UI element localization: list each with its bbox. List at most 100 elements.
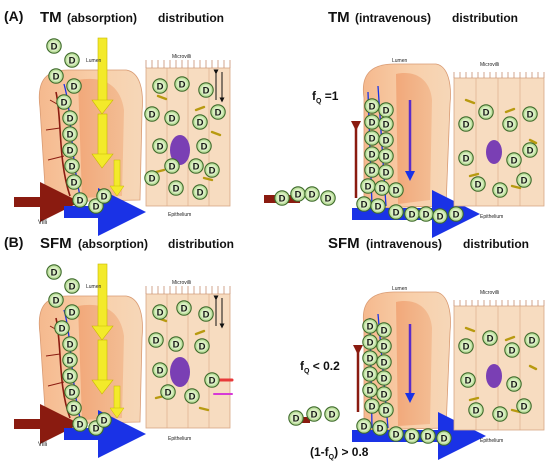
drug-label: D <box>473 406 480 417</box>
drug-molecule-icon: D <box>304 186 320 202</box>
drug-label: D <box>67 130 74 141</box>
lumen-label: Lumen <box>86 58 102 64</box>
drug-molecule-icon: D <box>64 384 80 400</box>
drug-molecule-icon: D <box>376 338 392 354</box>
drug-label: D <box>101 416 108 427</box>
nucleus-icon <box>170 357 190 387</box>
drug-label: D <box>383 106 390 117</box>
drug-label: D <box>369 102 376 113</box>
drug-molecule-icon: D <box>64 52 80 68</box>
drug-molecule-icon: D <box>492 182 508 198</box>
drug-label: D <box>475 180 482 191</box>
drug-label: D <box>169 162 176 173</box>
drug-molecule-icon: D <box>66 78 82 94</box>
villi-label-b: Villi <box>38 442 47 448</box>
drug-molecule-icon: D <box>290 186 306 202</box>
drug-molecule-icon: D <box>96 188 112 204</box>
fq-label-a: fQ =1 <box>312 89 339 105</box>
drug-molecule-icon: D <box>194 338 210 354</box>
drug-molecule-icon: D <box>388 204 404 220</box>
drug-molecule-icon: D <box>378 164 394 180</box>
panel-b-right-title-route: (intravenous) <box>366 237 442 251</box>
drug-label: D <box>379 184 386 195</box>
drug-label: D <box>149 110 156 121</box>
drug-molecule-icon: D <box>388 426 404 442</box>
drug-molecule-icon: D <box>372 420 388 436</box>
drug-label: D <box>71 404 78 415</box>
drug-label: D <box>153 336 160 347</box>
drug-label: D <box>367 370 374 381</box>
drug-molecule-icon: D <box>168 336 184 352</box>
drug-molecule-icon: D <box>516 398 532 414</box>
drug-molecule-icon: D <box>62 126 78 142</box>
drug-molecule-icon: D <box>360 178 376 194</box>
drug-molecule-icon: D <box>62 142 78 158</box>
drug-label: D <box>293 414 300 425</box>
drug-molecule-icon: D <box>204 372 220 388</box>
drug-molecule-icon: D <box>356 196 372 212</box>
drug-label: D <box>77 196 84 207</box>
drug-molecule-icon: D <box>362 318 378 334</box>
panel-a-left-title-model: TM <box>40 9 62 26</box>
drug-label: D <box>381 358 388 369</box>
drug-molecule-icon: D <box>458 150 474 166</box>
drug-molecule-icon: D <box>436 430 452 446</box>
drug-molecule-icon: D <box>198 306 214 322</box>
panel-b-label: (B) <box>4 234 23 250</box>
epithelium-label-right-a: Epithelium <box>480 214 503 220</box>
drug-molecule-icon: D <box>56 94 72 110</box>
drug-label: D <box>381 326 388 337</box>
drug-label: D <box>497 186 504 197</box>
drug-molecule-icon: D <box>62 368 78 384</box>
drug-label: D <box>149 174 156 185</box>
drug-molecule-icon: D <box>274 190 290 206</box>
drug-molecule-icon: D <box>174 76 190 92</box>
drug-molecule-icon: D <box>362 334 378 350</box>
drug-label: D <box>53 72 60 83</box>
drug-label: D <box>165 388 172 399</box>
epithelium-label: Epithelium <box>168 212 191 218</box>
drug-label: D <box>367 354 374 365</box>
drug-molecule-icon: D <box>196 138 212 154</box>
drug-molecule-icon: D <box>506 376 522 392</box>
drug-molecule-icon: D <box>364 114 380 130</box>
drug-label: D <box>173 184 180 195</box>
drug-label: D <box>381 390 388 401</box>
drug-molecule-icon: D <box>378 402 394 418</box>
drug-molecule-icon: D <box>144 170 160 186</box>
drug-label: D <box>521 176 528 187</box>
nucleus-icon <box>486 140 502 164</box>
drug-label: D <box>69 388 76 399</box>
drug-label: D <box>463 120 470 131</box>
drug-molecule-icon: D <box>364 130 380 146</box>
drug-label: D <box>507 120 514 131</box>
drug-molecule-icon: D <box>192 114 208 130</box>
lumen-label-right-a: Lumen <box>392 58 408 64</box>
drug-molecule-icon: D <box>164 158 180 174</box>
drug-molecule-icon: D <box>168 180 184 196</box>
drug-molecule-icon: D <box>388 182 404 198</box>
drug-label: D <box>169 114 176 125</box>
drug-molecule-icon: D <box>492 406 508 422</box>
epithelium-label-b: Epithelium <box>168 436 191 442</box>
drug-molecule-icon: D <box>504 342 520 358</box>
drug-molecule-icon: D <box>46 38 62 54</box>
drug-molecule-icon: D <box>48 68 64 84</box>
drug-label: D <box>527 146 534 157</box>
drug-label: D <box>511 380 518 391</box>
drug-label: D <box>157 82 164 93</box>
drug-label: D <box>309 190 316 201</box>
drug-label: D <box>383 152 390 163</box>
panel-b-right-title-word: distribution <box>463 237 529 251</box>
drug-molecule-icon: D <box>470 176 486 192</box>
drug-molecule-icon: D <box>378 116 394 132</box>
drug-molecule-icon: D <box>362 350 378 366</box>
drug-molecule-icon: D <box>152 78 168 94</box>
drug-label: D <box>325 194 332 205</box>
drug-label: D <box>423 210 430 221</box>
drug-molecule-icon: D <box>288 410 304 426</box>
drug-molecule-icon: D <box>64 158 80 174</box>
drug-label: D <box>197 188 204 199</box>
drug-label: D <box>209 376 216 387</box>
drug-label: D <box>367 386 374 397</box>
